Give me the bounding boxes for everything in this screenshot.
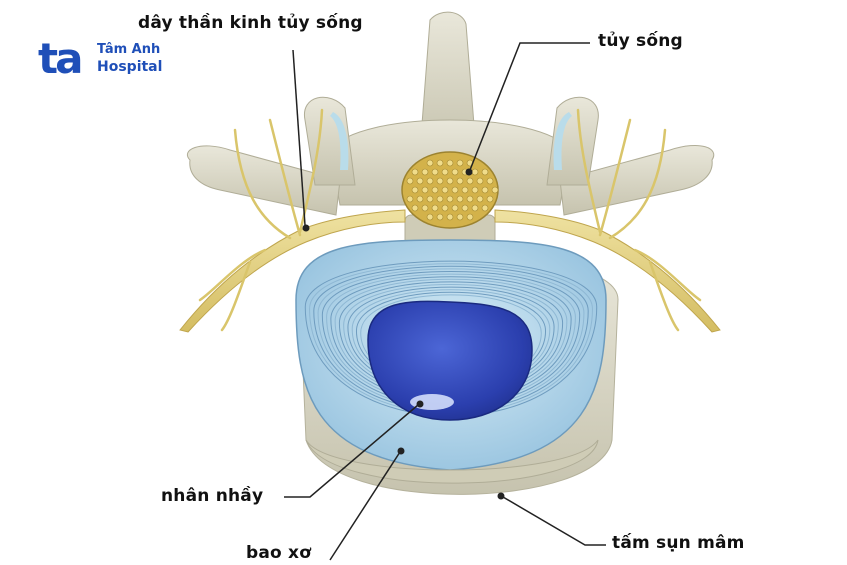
cord-fiber xyxy=(411,186,419,194)
leader-spinal-nerve xyxy=(292,49,306,226)
cord-fiber xyxy=(486,195,494,203)
cord-fiber xyxy=(446,195,454,203)
cartilaginous-endplate xyxy=(305,439,599,484)
annulus-ring xyxy=(326,273,576,404)
cord-fiber xyxy=(426,195,434,203)
leader-spinal-cord xyxy=(469,42,590,171)
cord-fiber xyxy=(411,168,419,176)
right-spinal-nerve xyxy=(494,209,721,333)
cord-fiber xyxy=(436,213,444,221)
annulus-ring xyxy=(313,265,589,412)
cord-fiber xyxy=(481,168,489,176)
logo-name: Tâm Anh xyxy=(97,42,161,57)
dot-spinal-nerve xyxy=(302,224,310,232)
cord-fiber xyxy=(486,177,494,185)
cord-fiber xyxy=(411,204,419,212)
left-articular-cartilage xyxy=(330,112,349,170)
cord-fiber xyxy=(491,186,499,194)
cord-fiber xyxy=(421,204,429,212)
cord-fiber xyxy=(456,177,464,185)
right-articular-cartilage xyxy=(553,112,572,170)
annulus-ring xyxy=(317,268,585,409)
cord-fiber xyxy=(471,204,479,212)
dot-nucleus xyxy=(416,400,424,408)
label-spinal-cord: tủy sống xyxy=(598,31,683,51)
cord-fiber xyxy=(426,177,434,185)
logo-subtitle: Hospital xyxy=(97,59,163,75)
cord-fiber xyxy=(451,186,459,194)
cord-fiber xyxy=(431,204,439,212)
cord-fiber xyxy=(431,186,439,194)
cord-fiber xyxy=(436,159,444,167)
nucleus-highlight xyxy=(410,394,454,410)
dot-annulus xyxy=(397,447,405,455)
cord-fiber xyxy=(416,195,424,203)
label-spinal-nerve: dây thần kinh tủy sống xyxy=(138,13,363,33)
leader-endplate xyxy=(502,496,606,546)
cord-fiber xyxy=(456,159,464,167)
cord-fiber xyxy=(446,213,454,221)
cord-fiber xyxy=(476,195,484,203)
cord-fiber xyxy=(456,213,464,221)
cord-fiber xyxy=(446,159,454,167)
cord-fiber xyxy=(481,204,489,212)
cord-fiber xyxy=(416,177,424,185)
hospital-logo: ta Tâm Anh Hospital xyxy=(38,36,178,88)
left-nerve-branches xyxy=(198,108,324,332)
dot-endplate xyxy=(497,492,505,500)
cord-fiber xyxy=(436,177,444,185)
cord-fiber xyxy=(436,195,444,203)
cord-fiber xyxy=(421,168,429,176)
label-nucleus-pulposus: nhân nhầy xyxy=(161,486,264,506)
cord-fiber xyxy=(451,168,459,176)
cord-fiber xyxy=(406,195,414,203)
cord-fiber xyxy=(466,177,474,185)
left-spinal-nerve xyxy=(179,209,406,333)
cord-fiber xyxy=(426,159,434,167)
cord-fiber xyxy=(446,177,454,185)
annulus-ring xyxy=(304,260,598,417)
label-endplate: tấm sụn mâm xyxy=(612,533,745,553)
cord-fiber xyxy=(441,168,449,176)
cord-fiber xyxy=(426,213,434,221)
cord-fiber xyxy=(466,195,474,203)
cord-fiber xyxy=(406,177,414,185)
cord-fiber xyxy=(461,186,469,194)
cord-fiber xyxy=(471,186,479,194)
annulus-ring xyxy=(321,271,581,407)
right-nerve-branches xyxy=(576,108,702,332)
spinal-cord-fibers xyxy=(406,159,499,221)
cord-fiber xyxy=(481,186,489,194)
dot-spinal-cord xyxy=(465,168,473,176)
annulus-ring xyxy=(309,263,593,414)
cord-fiber xyxy=(466,213,474,221)
leader-nucleus xyxy=(284,404,419,498)
cord-fiber xyxy=(421,186,429,194)
cord-fiber xyxy=(471,168,479,176)
cord-fiber xyxy=(456,195,464,203)
cord-fiber xyxy=(476,177,484,185)
logo-mark: ta xyxy=(38,34,83,83)
leader-annulus xyxy=(329,451,401,561)
cord-fiber xyxy=(431,168,439,176)
label-annulus-fibrosus: bao xơ xyxy=(246,543,312,563)
cord-fiber xyxy=(441,204,449,212)
cord-fiber xyxy=(441,186,449,194)
cord-fiber xyxy=(461,204,469,212)
cord-fiber xyxy=(451,204,459,212)
